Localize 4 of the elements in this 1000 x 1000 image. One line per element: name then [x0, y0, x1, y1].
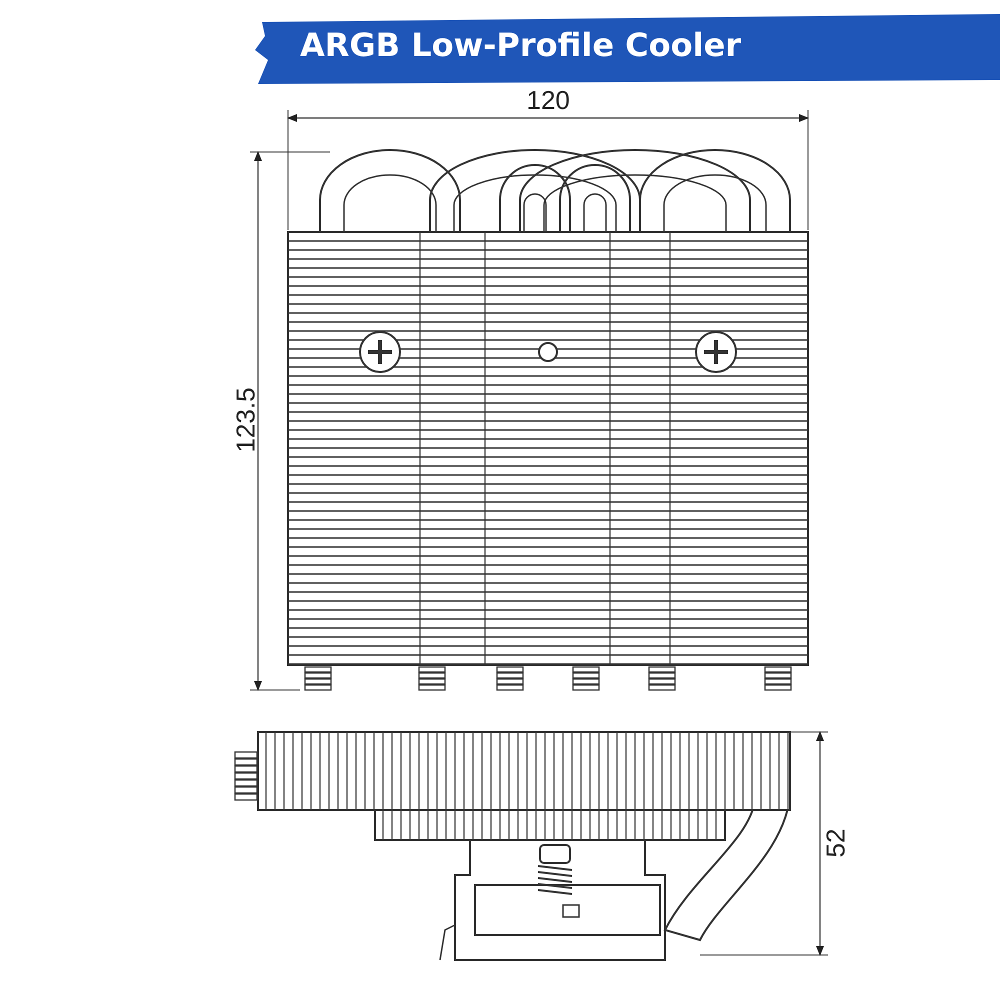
dimension-label: 120	[526, 87, 570, 113]
title: ARGB Low-Profile Cooler	[300, 26, 742, 64]
dimension-label: 52	[822, 828, 848, 858]
dimension-label: 123.5	[232, 387, 258, 453]
